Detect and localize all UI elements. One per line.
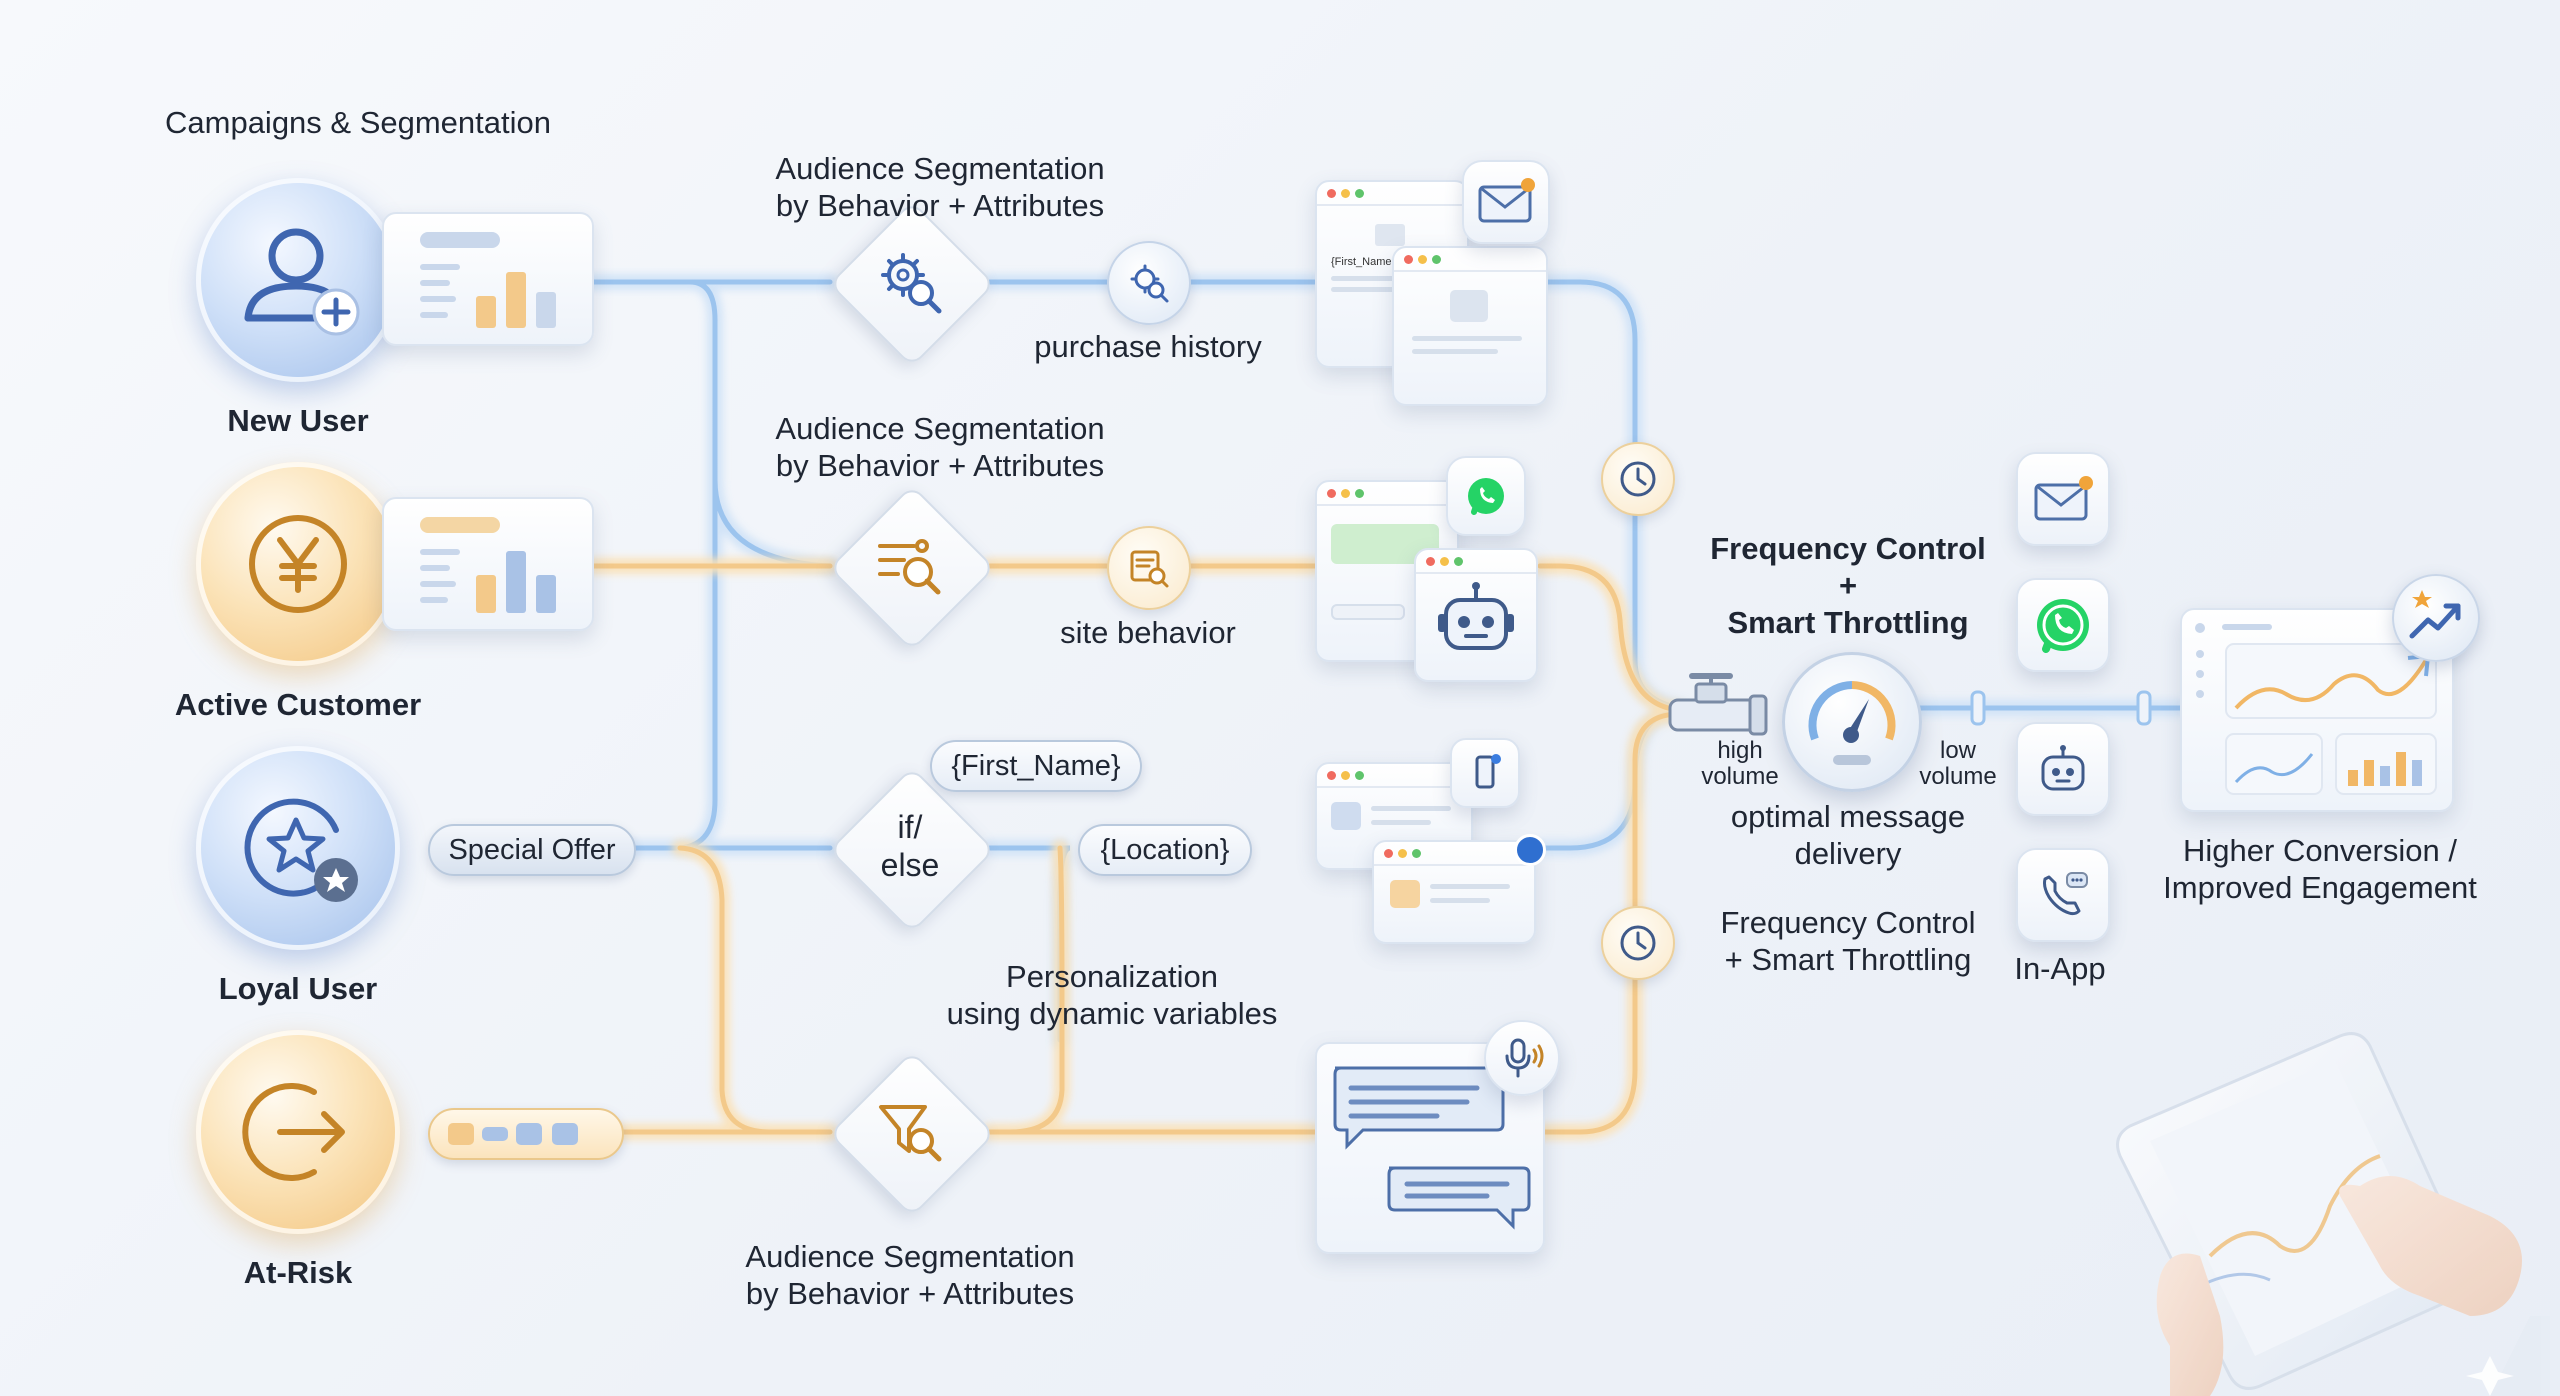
clock-icon (1601, 442, 1675, 516)
segment-label: New User (227, 403, 369, 438)
chat-dots-badge (1514, 834, 1546, 866)
segment-new-user[interactable] (196, 178, 400, 382)
document-search-icon (1130, 550, 1169, 588)
trending-up-badge (2392, 574, 2480, 662)
segment-data-card (382, 212, 594, 346)
high-volume-label: high volume (1701, 737, 1779, 790)
throttling-title: Frequency Control + Smart Throttling (1710, 531, 1986, 640)
bar-chart-icon (420, 232, 556, 328)
personalization-caption: Personalization using dynamic variables (946, 959, 1278, 1031)
gear-search-icon (830, 202, 990, 362)
email-channel-icon[interactable] (2016, 452, 2110, 546)
tablet-hands-illustration (2116, 1032, 2550, 1396)
speedometer-icon (1808, 681, 1896, 765)
chatbot-channel-icon[interactable] (2016, 722, 2110, 816)
result-label: Higher Conversion / Improved Engagement (2163, 833, 2477, 905)
segment-label: Loyal User (218, 971, 378, 1006)
gauge-meter (1782, 652, 1922, 792)
robot-icon (2041, 745, 2085, 791)
segment-data-card (382, 497, 594, 631)
whatsapp-channel-icon[interactable] (2016, 578, 2110, 672)
funnel-search-icon (830, 1052, 990, 1212)
in-app-label: In-App (2014, 951, 2106, 986)
chatbot-preview-window (1414, 548, 1538, 682)
yen-icon (249, 515, 347, 613)
robot-icon (1438, 582, 1514, 650)
mobile-notification-icon (1450, 738, 1520, 808)
site-behavior-node[interactable] (1107, 526, 1191, 610)
segmentation-caption-middle: Audience Segmentation by Behavior + Attr… (775, 411, 1105, 483)
chat-bubbles-icon (1333, 1066, 1531, 1230)
segmentation-caption-top: Audience Segmentation by Behavior + Attr… (775, 151, 1105, 223)
microphone-icon (1484, 1020, 1560, 1096)
first-name-mini-tag: {First_Name (1331, 256, 1392, 268)
user-plus-icon (244, 228, 360, 336)
location-variable[interactable]: {Location} (1078, 824, 1252, 876)
phone-channel-icon[interactable] (2016, 848, 2110, 942)
special-offer-pill[interactable]: Special Offer (428, 824, 636, 876)
exit-icon (242, 1083, 345, 1181)
segment-loyal-user[interactable] (196, 746, 400, 950)
clock-icon (1601, 906, 1675, 980)
if-else-label: if/ else (880, 809, 940, 883)
trending-up-icon (2409, 590, 2461, 639)
email-notification-icon (1462, 160, 1550, 244)
faucet-valve-icon (1668, 673, 1768, 736)
progress-pill (428, 1108, 624, 1160)
page-title: Campaigns & Segmentation (165, 105, 552, 140)
segment-at-risk[interactable] (196, 1030, 400, 1234)
optimal-delivery-label: optimal message delivery (1730, 799, 1966, 871)
site-behavior-label: site behavior (1060, 615, 1236, 650)
line-chart-icon (2195, 623, 2437, 795)
offer-preview-window (1372, 840, 1536, 944)
first-name-variable[interactable]: {First_Name} (930, 740, 1142, 792)
filter-search-icon (830, 486, 990, 646)
bar-chart-icon (420, 517, 556, 613)
star-badge-icon (244, 798, 358, 902)
progress-blocks-icon (448, 1123, 578, 1145)
gear-search-icon (1130, 264, 1169, 303)
low-volume-label: low volume (1919, 737, 1997, 790)
segment-label: Active Customer (174, 687, 422, 722)
content-preview-window (1392, 246, 1548, 406)
throttling-caption-bottom: Frequency Control + Smart Throttling (1720, 905, 1976, 977)
purchase-history-node[interactable] (1107, 241, 1191, 325)
purchase-history-label: purchase history (1034, 329, 1262, 364)
segment-active-customer[interactable] (196, 462, 400, 666)
segmentation-caption-bottom: Audience Segmentation by Behavior + Attr… (745, 1239, 1075, 1311)
segment-label: At-Risk (243, 1255, 353, 1290)
whatsapp-icon (1446, 456, 1526, 536)
